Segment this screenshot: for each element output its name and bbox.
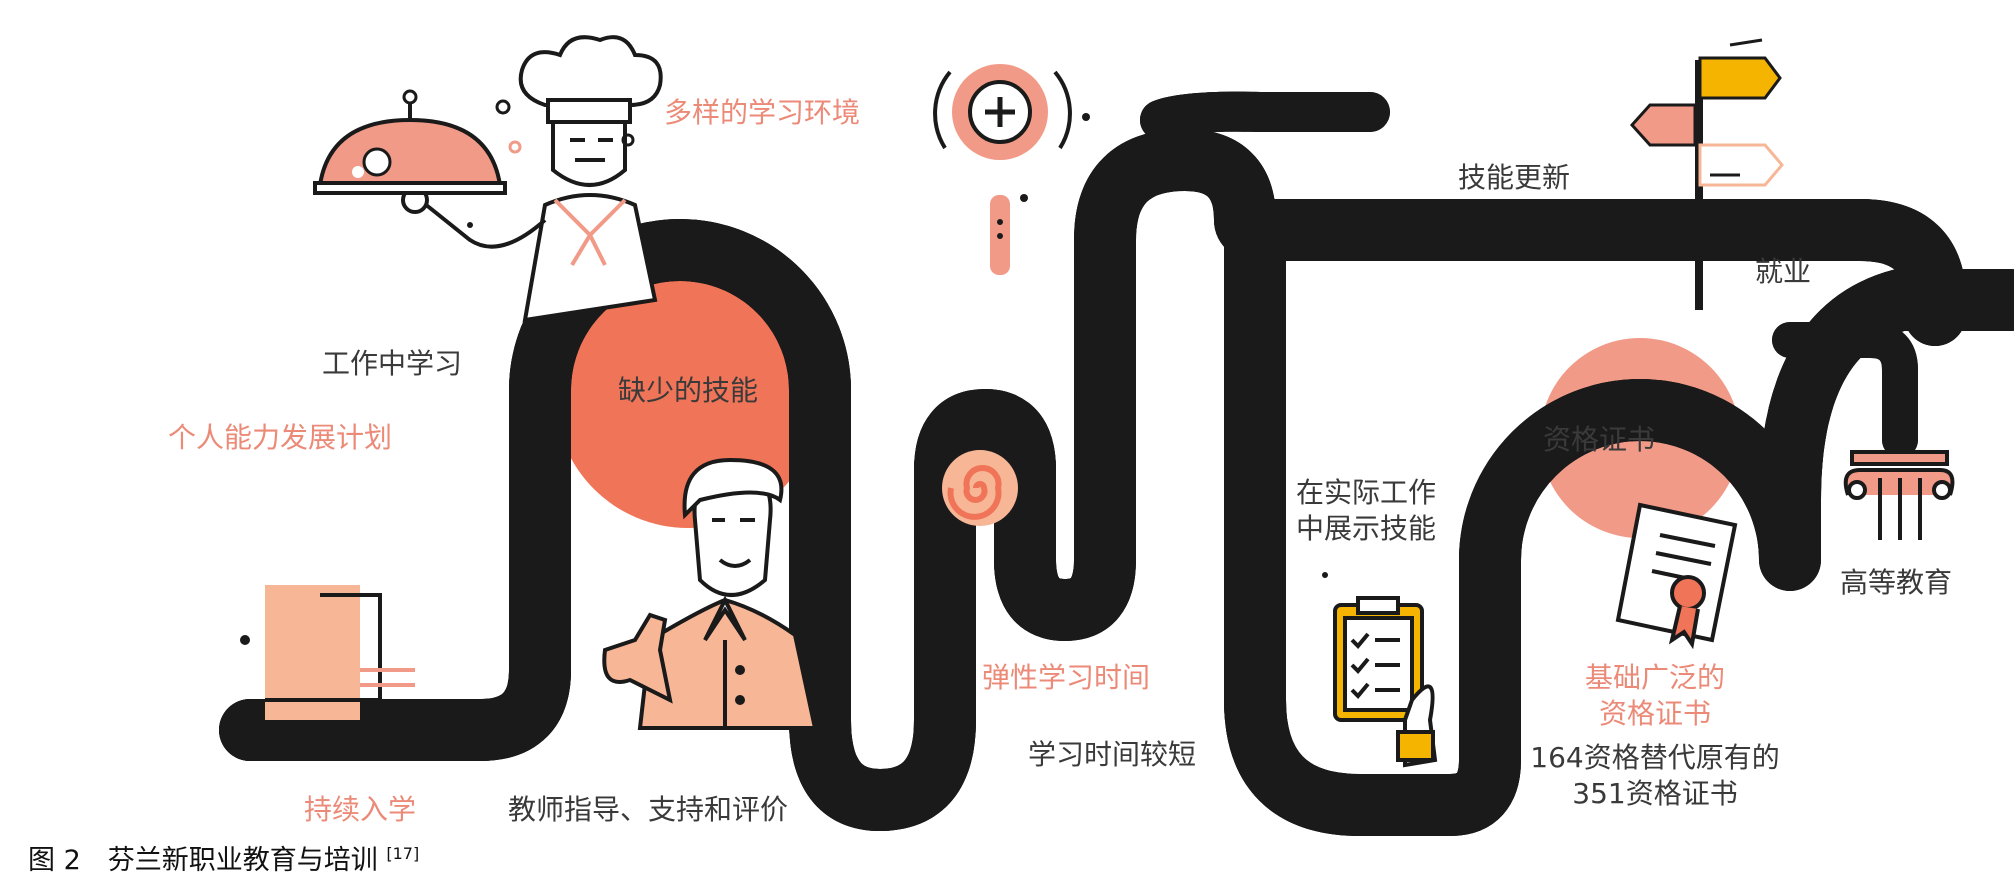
label-short-time: 学习时间较短	[1028, 738, 1197, 771]
certificate-scroll-icon	[1615, 502, 1738, 650]
label-diverse-environment: 多样的学习环境	[664, 96, 861, 129]
label-teacher-guidance: 教师指导、支持和评价	[508, 793, 789, 826]
door-icon	[240, 585, 415, 720]
magnifier-plus-icon	[933, 64, 1090, 275]
caption-text: 图 2 芬兰新职业教育与培训	[28, 845, 378, 876]
label-replace-line1: 164资格替代原有的	[1530, 741, 1780, 774]
label-broad-line1: 基础广泛的	[1584, 661, 1725, 694]
road	[219, 112, 2014, 836]
label-higher-education: 高等教育	[1840, 566, 1953, 599]
label-employment: 就业	[1755, 255, 1812, 288]
spiral-icon	[942, 450, 1018, 526]
teacher-thumbs-up-icon	[602, 457, 818, 730]
serving-cloche-icon	[313, 89, 635, 228]
chef-icon	[401, 35, 663, 323]
label-missing-skills: 缺少的技能	[618, 374, 759, 407]
checklist-clipboard-icon	[1333, 596, 1438, 768]
signpost-icon	[1629, 38, 1784, 310]
label-work-learning: 工作中学习	[322, 347, 463, 380]
label-flexible-time: 弹性学习时间	[982, 661, 1151, 694]
label-replace-line2: 351资格证书	[1572, 777, 1738, 810]
figure-caption: 图 2 芬兰新职业教育与培训 [17]	[28, 838, 419, 877]
dot-decoration	[1017, 457, 1023, 463]
label-demonstrate-line2: 中展示技能	[1296, 512, 1437, 545]
label-continuous-enrollment: 持续入学	[304, 793, 417, 826]
caption-reference: [17]	[386, 844, 420, 863]
label-qualification: 资格证书	[1543, 423, 1656, 456]
label-demonstrate-line1: 在实际工作	[1296, 476, 1437, 509]
column-icon	[1843, 389, 1955, 540]
label-personal-plan: 个人能力发展计划	[168, 421, 393, 454]
label-skill-update: 技能更新	[1458, 161, 1571, 194]
dot-decoration	[1322, 572, 1328, 578]
label-broad-line2: 资格证书	[1598, 697, 1711, 730]
